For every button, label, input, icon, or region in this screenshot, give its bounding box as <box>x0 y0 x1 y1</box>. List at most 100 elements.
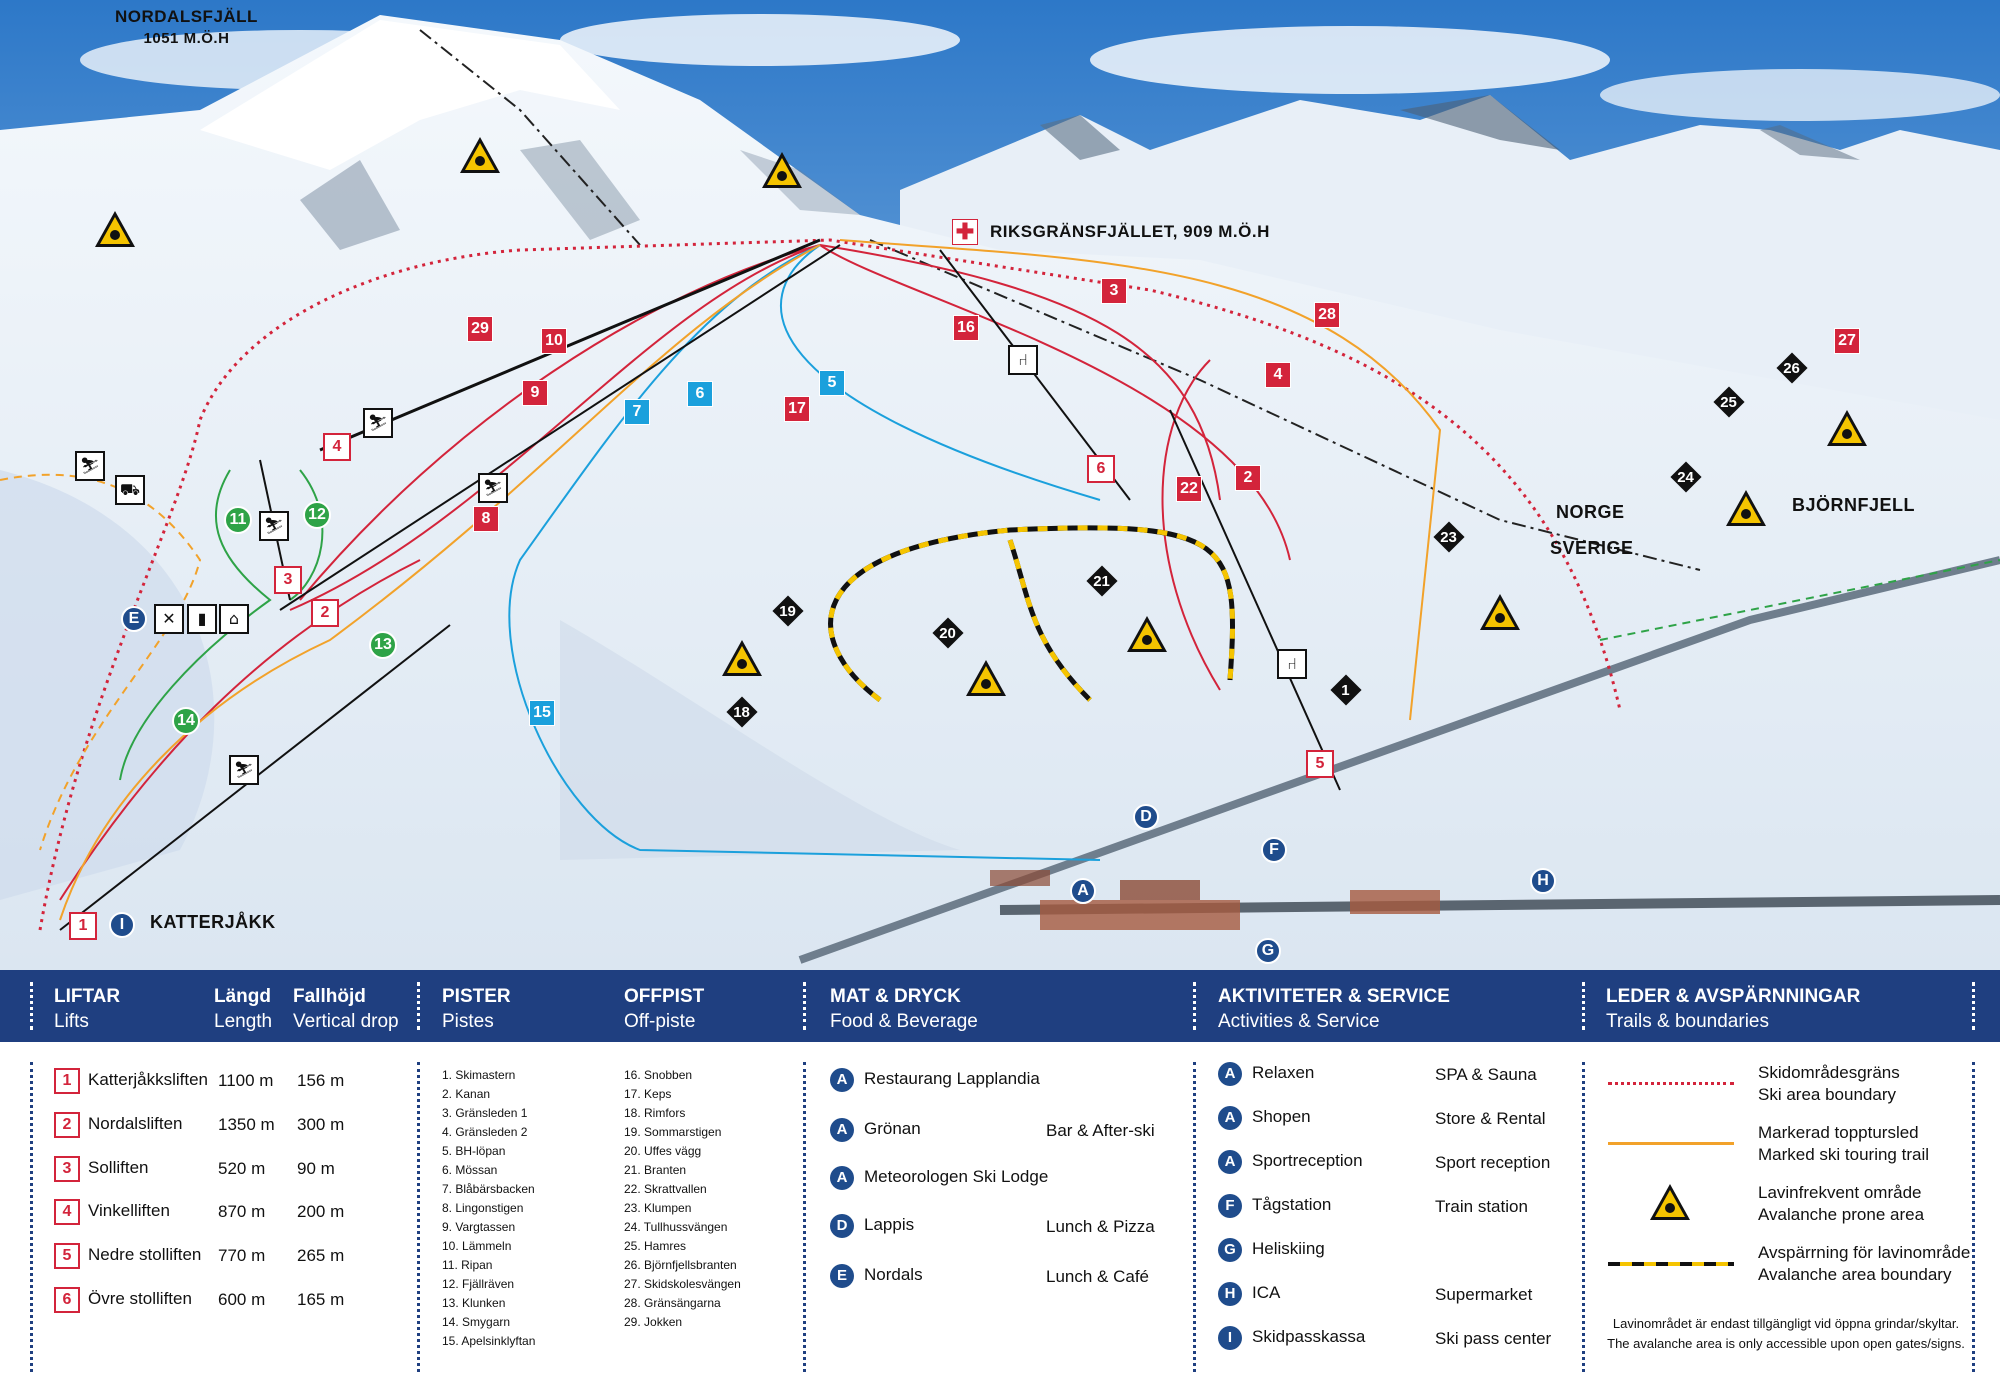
piste-marker-2[interactable]: 2 <box>1235 465 1261 491</box>
ski-map: NORDALSFJÄLL 1051 M.Ö.H ✚ RIKSGRÄNSFJÄLL… <box>0 0 2000 970</box>
avalanche-warning-icon <box>1648 1182 1692 1227</box>
piste-marker-3[interactable]: 3 <box>1101 278 1127 304</box>
activity-note: SPA & Sauna <box>1435 1065 1537 1084</box>
food-name: Meteorologen Ski Lodge <box>864 1167 1049 1186</box>
piste-item: 6. Mössan <box>442 1163 498 1177</box>
food-note: Lunch & Pizza <box>1046 1217 1155 1236</box>
piste-marker-13[interactable]: 13 <box>369 631 397 659</box>
piste-item: 9. Vargtassen <box>442 1220 516 1234</box>
service-letter: F <box>1218 1194 1242 1218</box>
lift-marker-3[interactable]: 3 <box>274 566 302 594</box>
activity-note: Sport reception <box>1435 1153 1551 1172</box>
divider <box>1193 1062 1196 1372</box>
avalanche-boundary-swatch <box>1608 1262 1734 1266</box>
place-norge: NORGE <box>1556 502 1625 522</box>
divider <box>417 1062 420 1372</box>
piste-marker-7[interactable]: 7 <box>624 399 650 425</box>
divider <box>1972 982 1975 1030</box>
offpiste-item: 21. Branten <box>624 1163 687 1177</box>
service-marker-a[interactable]: A <box>1070 878 1096 904</box>
peak-nordalsfjall: NORDALSFJÄLL 1051 M.Ö.H <box>115 6 258 50</box>
food-note: Bar & After-ski <box>1046 1121 1155 1140</box>
service-marker-g[interactable]: G <box>1255 938 1281 964</box>
lift-number: 3 <box>54 1156 80 1182</box>
peak-riksgransfjallet: RIKSGRÄNSFJÄLLET, 909 M.Ö.H <box>990 222 1270 241</box>
service-marker-i[interactable]: I <box>109 912 135 938</box>
piste-marker-16[interactable]: 16 <box>953 315 979 341</box>
lift-marker-6[interactable]: 6 <box>1087 455 1115 483</box>
offpiste-item: 16. Snobben <box>624 1068 693 1082</box>
lift-drop: 165 m <box>297 1290 345 1309</box>
piste-marker-28[interactable]: 28 <box>1314 302 1340 328</box>
lift-length: 1350 m <box>218 1115 275 1134</box>
offpiste-list: 16. Snobben 17. Keps 18. Rimfors 19. Som… <box>624 1066 741 1332</box>
piste-marker-15[interactable]: 15 <box>529 700 555 726</box>
service-marker-h[interactable]: H <box>1530 868 1556 894</box>
activity-row: A Sportreception <box>1218 1150 1363 1174</box>
divider <box>30 1062 33 1372</box>
avalanche-warning-icon-8 <box>1724 488 1768 528</box>
piste-marker-8[interactable]: 8 <box>473 506 499 532</box>
lift-marker-4[interactable]: 4 <box>323 433 351 461</box>
lift-length: 600 m <box>218 1290 266 1309</box>
lift-marker-1[interactable]: 1 <box>69 912 97 940</box>
place-sverige: SVERIGE <box>1550 538 1634 558</box>
offpiste-item: 24. Tullhussvängen <box>624 1220 728 1234</box>
service-marker-e[interactable]: E <box>121 606 147 632</box>
piste-marker-9[interactable]: 9 <box>522 380 548 406</box>
offpiste-item: 27. Skidskolesvängen <box>624 1277 741 1291</box>
piste-marker-29[interactable]: 29 <box>467 316 493 342</box>
lift-name: Katterjåkksliften <box>88 1070 208 1089</box>
offpiste-item: 23. Klumpen <box>624 1201 692 1215</box>
lift-name: Övre stolliften <box>88 1289 192 1308</box>
lift-marker-5[interactable]: 5 <box>1306 750 1334 778</box>
t-bar-lift-icon-2: ⛷ <box>478 473 508 503</box>
service-marker-d[interactable]: D <box>1133 804 1159 830</box>
piste-marker-11[interactable]: 11 <box>224 506 252 534</box>
piste-marker-4[interactable]: 4 <box>1265 362 1291 388</box>
chair-lift-icon-1: ⑁ <box>1008 345 1038 375</box>
service-letter: A <box>1218 1062 1242 1086</box>
activity-note: Ski pass center <box>1435 1329 1552 1348</box>
piste-item: 4. Gränsleden 2 <box>442 1125 528 1139</box>
lift-drop: 156 m <box>297 1071 345 1090</box>
activity-name: ICA <box>1252 1283 1281 1302</box>
piste-marker-5[interactable]: 5 <box>819 370 845 396</box>
piste-marker-12[interactable]: 12 <box>303 501 331 529</box>
service-letter: H <box>1218 1282 1242 1306</box>
lift-name: Nedre stolliften <box>88 1245 202 1264</box>
piste-marker-27[interactable]: 27 <box>1834 328 1860 354</box>
service-letter: A <box>1218 1150 1242 1174</box>
lift-drop: 90 m <box>297 1159 335 1178</box>
peak-height: 1051 M.Ö.H <box>143 30 230 47</box>
t-bar-lift-icon-3: ⛷ <box>259 511 289 541</box>
piste-item: 10. Lämmeln <box>442 1239 512 1253</box>
offpiste-item: 26. Björnfjellsbranten <box>624 1258 737 1272</box>
avalanche-note: Lavinområdet är endast tillgängligt vid … <box>1607 1316 1965 1351</box>
lift-length: 1100 m <box>218 1071 274 1090</box>
piste-marker-10[interactable]: 10 <box>541 328 567 354</box>
piste-item: 7. Blåbärsbacken <box>442 1182 535 1196</box>
service-marker-f[interactable]: F <box>1261 837 1287 863</box>
piste-item: 12. Fjällräven <box>442 1277 515 1291</box>
piste-item: 15. Apelsinklyftan <box>442 1334 536 1348</box>
lift-drop: 265 m <box>297 1246 345 1265</box>
place-bjornfjell: BJÖRNFJELL <box>1792 495 1916 515</box>
piste-marker-22[interactable]: 22 <box>1176 476 1202 502</box>
lift-marker-2[interactable]: 2 <box>311 599 339 627</box>
piste-marker-14[interactable]: 14 <box>172 707 200 735</box>
activity-name: Sportreception <box>1252 1151 1363 1170</box>
avalanche-warning-icon-7 <box>1478 592 1522 632</box>
service-letter: A <box>1218 1106 1242 1130</box>
avalanche-warning-icon-5 <box>964 658 1008 698</box>
restaurant-icon: ✕ <box>154 604 184 634</box>
piste-marker-6[interactable]: 6 <box>687 381 713 407</box>
piste-marker-17[interactable]: 17 <box>784 396 810 422</box>
